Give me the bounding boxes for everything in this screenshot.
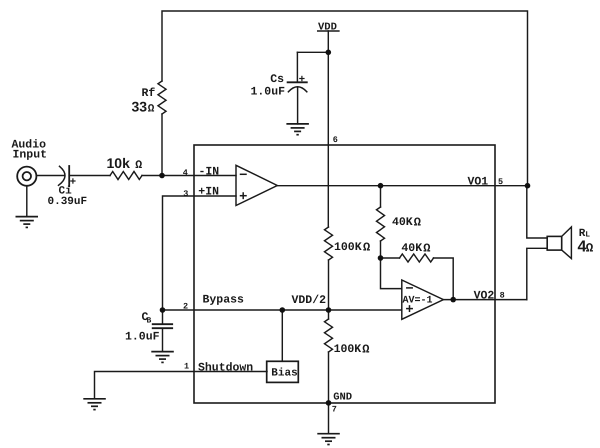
svg-text:1.0uF: 1.0uF (251, 86, 286, 99)
svg-text:Shutdown: Shutdown (198, 361, 253, 374)
svg-text:4: 4 (578, 239, 587, 256)
svg-text:Ci: Ci (59, 186, 73, 198)
svg-text:100K: 100K (334, 343, 362, 356)
svg-text:Ω: Ω (423, 241, 430, 255)
svg-text:10k: 10k (107, 155, 131, 171)
svg-text:GND: GND (333, 392, 352, 404)
svg-text:+IN: +IN (198, 185, 219, 198)
svg-text:Audio: Audio (12, 139, 47, 152)
svg-text:VDD/2: VDD/2 (292, 294, 327, 307)
svg-text:VDD: VDD (318, 22, 337, 34)
svg-text:2: 2 (183, 302, 188, 312)
svg-text:100K: 100K (334, 241, 362, 254)
svg-text:Input: Input (13, 149, 48, 162)
svg-text:6: 6 (333, 135, 338, 145)
svg-text:5: 5 (498, 177, 503, 187)
svg-text:C: C (142, 311, 149, 324)
svg-text:L: L (585, 231, 590, 240)
svg-text:R: R (579, 228, 586, 240)
svg-text:1.0uF: 1.0uF (125, 331, 160, 344)
svg-text:Ω: Ω (362, 343, 369, 357)
svg-text:Ω: Ω (363, 241, 370, 255)
svg-text:3: 3 (183, 189, 188, 199)
svg-text:AV=-1: AV=-1 (403, 295, 433, 306)
svg-text:Ω: Ω (135, 159, 142, 172)
svg-text:Bypass: Bypass (203, 294, 245, 307)
svg-text:7: 7 (332, 405, 337, 415)
svg-text:4: 4 (183, 168, 188, 178)
svg-text:Rf: Rf (142, 87, 156, 100)
svg-text:1: 1 (184, 362, 189, 372)
svg-text:B: B (147, 317, 152, 326)
svg-text:8: 8 (500, 291, 505, 301)
svg-text:Bias: Bias (271, 368, 297, 380)
svg-text:VO2: VO2 (474, 290, 495, 303)
svg-text:-IN: -IN (199, 166, 220, 179)
svg-text:Ω: Ω (148, 103, 155, 115)
svg-text:0.39uF: 0.39uF (48, 196, 88, 208)
svg-text:Ω: Ω (414, 216, 421, 230)
svg-text:Cs: Cs (270, 73, 284, 86)
svg-text:40K: 40K (401, 242, 422, 255)
svg-text:33: 33 (132, 99, 148, 115)
svg-text:VO1: VO1 (468, 175, 489, 188)
svg-text:40K: 40K (392, 216, 413, 229)
svg-text:Ω: Ω (586, 241, 594, 255)
